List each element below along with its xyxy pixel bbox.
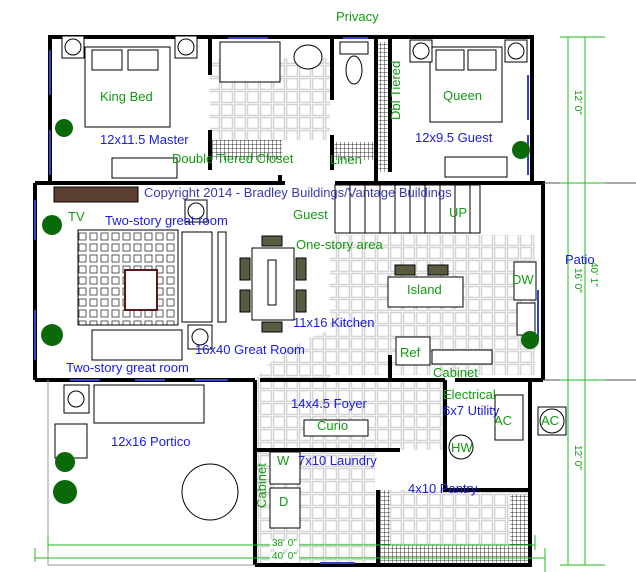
linen-shelves [334,142,374,160]
pantry-shelves [378,490,390,565]
dishwasher-label: DW [512,272,534,287]
portico-edge [47,380,255,566]
curio-label: Curio [317,418,349,433]
two-story-label-bottom: Two-story great room [66,360,189,375]
portico-label: 12x16 Portico [111,434,191,449]
coffee-table [124,269,158,311]
two-story-label-top: Two-story great room [105,213,228,228]
copyright-text: Copyright 2014 - Bradley Buildings/Vanta… [144,185,452,200]
washer-label: W [277,453,290,468]
queen-label: Queen [443,88,483,103]
ac-outside-label: AC [541,413,560,428]
privacy-label: Privacy [336,9,379,24]
electrical-label: Electrical [443,387,496,402]
width-outer-dimension: 40' 0" [270,551,299,562]
furniture [53,35,567,529]
utility-label: 6x7 Utility [443,403,500,418]
pantry-label: 4x10 Pantry [408,481,478,496]
water-heater-label: HW [451,440,473,455]
pantry-shelves [510,495,528,545]
width-inner-dimension: 38' 0" [270,538,299,549]
dryer-label: D [279,494,289,509]
ac-inside-label: AC [494,413,513,428]
pantry-shelves [390,545,528,565]
foyer-floor [255,235,445,450]
guest-bath-label: Guest [293,207,328,222]
up-label: UP [449,205,468,220]
double-tiered-closet-label: Double Tiered Closet [172,151,294,166]
sofa [181,231,213,323]
king-bed-label: King Bed [100,89,153,104]
great-room-label: 16x40 Great Room [195,342,305,357]
linen-label: Linen [330,152,362,167]
staircase [334,184,481,234]
one-story-label: One-story area [296,237,383,252]
patio-label: Patio [565,252,595,267]
foyer-label: 14x4.5 Foyer [291,396,367,411]
kitchen-cabinet-label: Cabinet [433,365,478,380]
island-label: Island [407,282,442,297]
refrigerator [395,336,431,366]
kitchen-island [387,276,464,308]
master-bedroom-label: 12x11.5 Master [100,132,189,147]
dbl-tiered-label: Dbl Tiered [388,60,403,120]
sofa [91,329,183,361]
depth-total-dimension: 40' 1" [588,262,599,287]
refrigerator-label: Ref [400,345,421,360]
guest-bedroom-label: 12x9.5 Guest [415,130,493,145]
tv-console [53,186,139,203]
kitchen-label: 11x16 Kitchen [293,315,375,330]
depth-bottom-dimension: 12' 0" [572,445,583,470]
closet-shelves [210,140,282,160]
depth-top-dimension: 12' 0" [572,90,583,115]
dbl-tiered-shelves [378,42,388,172]
laundry-cabinet-label: Cabinet [254,463,269,508]
depth-middle-dimension: 16' 0" [572,268,583,293]
dining-set [181,463,239,521]
plants [41,119,539,504]
tv-label: TV [68,209,85,224]
curio-cabinet [303,419,369,437]
laundry-label: 7x10 Laundry [298,453,377,468]
